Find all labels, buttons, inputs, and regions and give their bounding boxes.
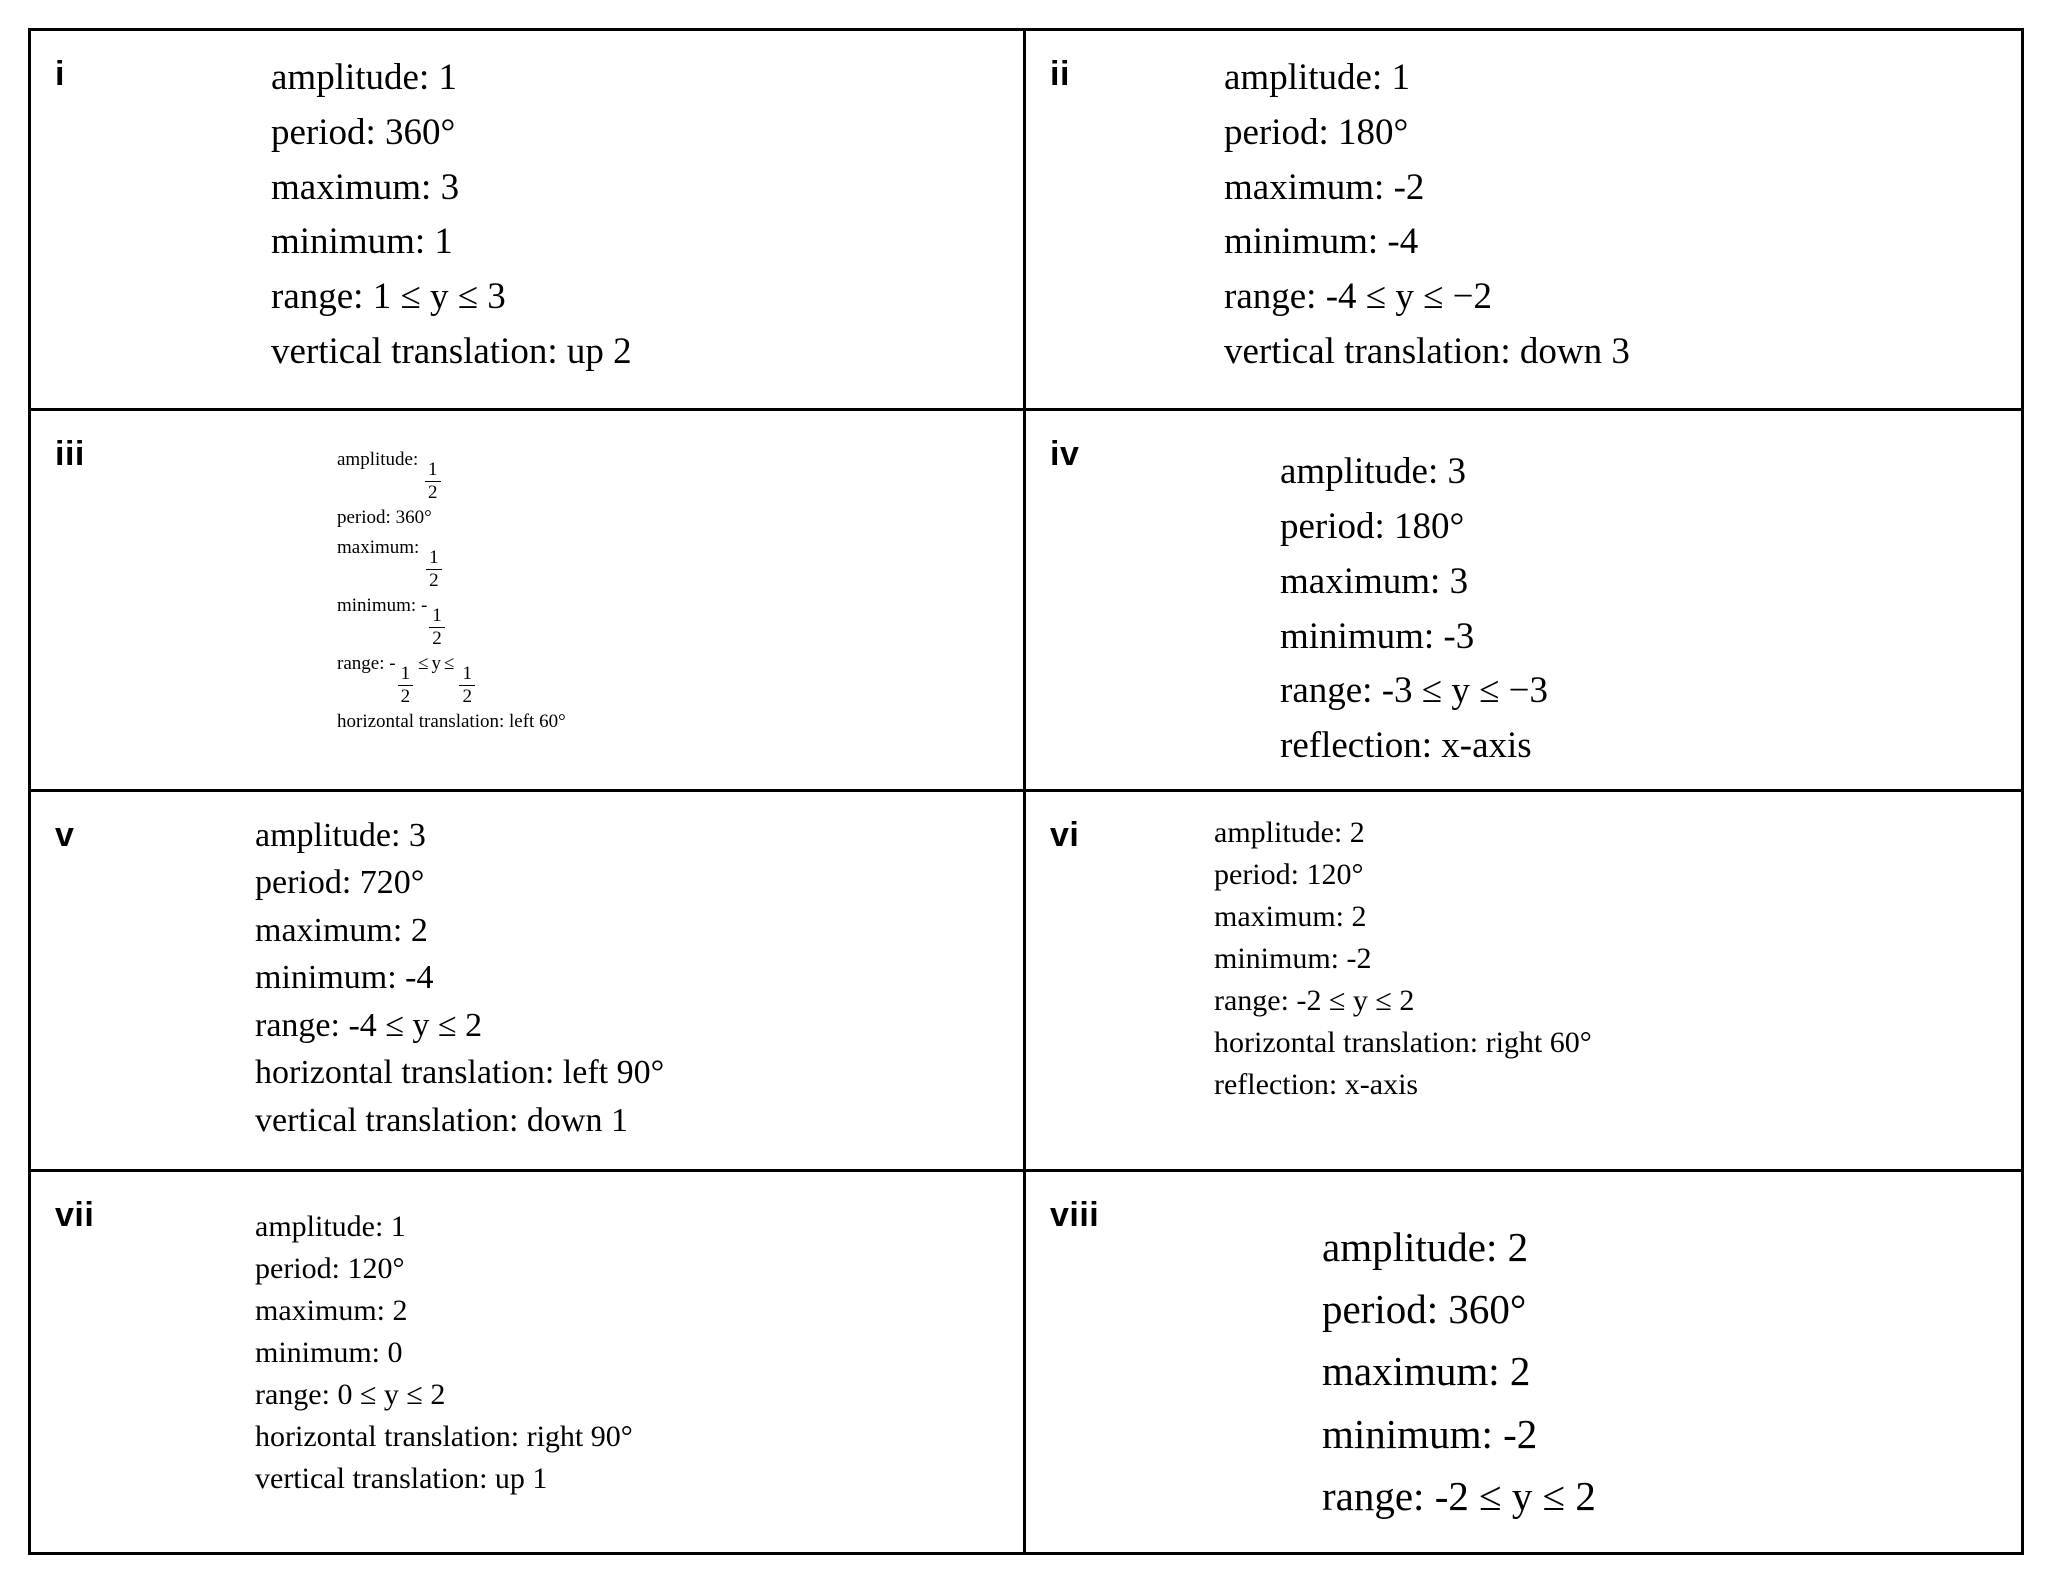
property-amplitude: amplitude: 1 2 — [337, 445, 443, 503]
maximum-label: maximum: — [337, 536, 420, 558]
property-minimum: minimum: -3 — [1280, 615, 1475, 657]
property-minimum: minimum: - 1 2 — [337, 591, 447, 649]
property-minimum: minimum: -4 — [255, 959, 434, 997]
fraction-numerator: 1 — [397, 663, 414, 687]
property-period: period: 180° — [1280, 506, 1465, 547]
property-range: range: -4 ≤ y ≤ 2 — [255, 1006, 483, 1044]
cell-properties-v: amplitude: 3 period: 720° maximum: 2 min… — [167, 792, 1023, 1145]
property-vertical-translation: vertical translation: up 1 — [255, 1461, 548, 1495]
range-label: range: — [337, 653, 385, 675]
property-amplitude: amplitude: 1 — [1224, 57, 1410, 98]
cell-properties-vii: amplitude: 1 period: 120° maximum: 2 min… — [167, 1172, 1023, 1500]
table-cell-viii: viii amplitude: 2 period: 360° maximum: … — [1026, 1172, 2021, 1552]
property-minimum: minimum: 0 — [255, 1335, 403, 1369]
property-range: range: -3 ≤ y ≤ −3 — [1280, 670, 1548, 712]
table-cell-vi: vi amplitude: 2 period: 120° maximum: 2 … — [1026, 792, 2021, 1172]
cell-properties-viii: amplitude: 2 period: 360° maximum: 2 min… — [1162, 1172, 2021, 1528]
less-equal-symbol: ≤ — [418, 653, 429, 675]
property-horizontal-translation: horizontal translation: left 60° — [337, 711, 566, 733]
cell-label-iii: iii — [55, 435, 85, 474]
cell-properties-iv: amplitude: 3 period: 180° maximum: 3 min… — [1162, 411, 2021, 774]
property-amplitude: amplitude: 2 — [1322, 1223, 1529, 1270]
property-range: range: -4 ≤ y ≤ −2 — [1224, 276, 1492, 317]
property-minimum: minimum: -4 — [1224, 221, 1419, 263]
fraction-denominator: 2 — [400, 686, 411, 708]
fraction-denominator: 2 — [428, 482, 438, 504]
property-minimum: minimum: 1 — [271, 221, 453, 263]
cell-label-vi: vi — [1050, 815, 1080, 854]
table-cell-ii: ii amplitude: 1 period: 180° maximum: -2… — [1026, 31, 2021, 412]
cell-properties-i: amplitude: 1 period: 360° maximum: 3 min… — [167, 31, 1023, 380]
property-maximum: maximum: 2 — [255, 911, 428, 949]
fraction-denominator: 2 — [432, 627, 442, 649]
cell-properties-vi: amplitude: 2 period: 120° maximum: 2 min… — [1162, 792, 2021, 1106]
property-range: range: 0 ≤ y ≤ 2 — [255, 1377, 446, 1411]
property-minimum: minimum: -2 — [1214, 941, 1372, 975]
cell-label-i: i — [55, 55, 65, 93]
table-cell-iii: iii amplitude: 1 2 period: 360° maximum:… — [31, 411, 1026, 792]
property-amplitude: amplitude: 1 — [271, 57, 457, 98]
property-maximum: maximum: 1 2 — [337, 533, 444, 591]
property-vertical-translation: vertical translation: up 2 — [271, 330, 632, 372]
minus-sign: - — [389, 653, 396, 675]
property-vertical-translation: vertical translation: down 3 — [1224, 330, 1630, 372]
cell-properties-iii: amplitude: 1 2 period: 360° maximum: 1 2… — [167, 411, 1023, 736]
table-cell-v: v amplitude: 3 period: 720° maximum: 2 m… — [31, 791, 1026, 1172]
fraction-numerator: 1 — [459, 663, 475, 687]
property-amplitude: amplitude: 3 — [1280, 451, 1466, 493]
fraction-one-half: 1 2 — [429, 605, 445, 649]
property-range: range: -2 ≤ y ≤ 2 — [1322, 1473, 1596, 1519]
property-period: period: 360° — [271, 111, 456, 153]
fraction-numerator: 1 — [425, 459, 441, 483]
property-period: period: 360° — [1322, 1286, 1527, 1333]
property-amplitude: amplitude: 2 — [1214, 815, 1365, 849]
fraction-one-half: 1 2 — [426, 547, 442, 591]
cell-label-vii: vii — [55, 1195, 95, 1234]
property-horizontal-translation: horizontal translation: right 90° — [255, 1419, 633, 1453]
fraction-numerator: 1 — [429, 605, 445, 628]
property-maximum: maximum: 3 — [271, 166, 460, 208]
property-maximum: maximum: 2 — [255, 1293, 408, 1327]
table-cell-vii: vii amplitude: 1 period: 120° maximum: 2… — [31, 1171, 1026, 1552]
fraction-denominator: 2 — [429, 569, 439, 591]
property-range: range: -2 ≤ y ≤ 2 — [1214, 983, 1415, 1017]
cell-label-iv: iv — [1050, 435, 1080, 474]
minimum-label: minimum: — [337, 594, 417, 616]
property-maximum: maximum: -2 — [1224, 166, 1425, 208]
cell-label-viii: viii — [1050, 1195, 1100, 1234]
property-period: period: 360° — [337, 507, 432, 529]
property-reflection: reflection: x-axis — [1214, 1067, 1419, 1101]
property-amplitude: amplitude: 1 — [255, 1209, 406, 1243]
table-cell-iv: iv amplitude: 3 period: 180° maximum: 3 … — [1026, 411, 2021, 792]
table-cell-i: i amplitude: 1 period: 360° maximum: 3 m… — [31, 31, 1026, 412]
characteristics-table: i amplitude: 1 period: 360° maximum: 3 m… — [28, 28, 2024, 1555]
property-amplitude: amplitude: 3 — [255, 816, 426, 854]
property-horizontal-translation: horizontal translation: left 90° — [255, 1054, 665, 1092]
cell-label-ii: ii — [1050, 55, 1070, 93]
property-vertical-translation: vertical translation: down 1 — [255, 1102, 628, 1140]
minus-sign: - — [420, 594, 428, 616]
cell-properties-ii: amplitude: 1 period: 180° maximum: -2 mi… — [1162, 31, 2021, 380]
amplitude-label: amplitude: — [337, 449, 419, 471]
property-maximum: maximum: 3 — [1280, 560, 1469, 602]
property-period: period: 120° — [255, 1251, 405, 1285]
fraction-one-half: 1 2 — [425, 459, 441, 504]
property-maximum: maximum: 2 — [1214, 899, 1367, 933]
property-maximum: maximum: 2 — [1322, 1348, 1531, 1395]
fraction-one-half: 1 2 — [459, 663, 475, 708]
property-range: range: - 1 2 ≤y≤ 1 2 — [337, 649, 477, 707]
property-reflection: reflection: x-axis — [1280, 725, 1532, 766]
cell-label-v: v — [55, 815, 75, 854]
property-period: period: 120° — [1214, 857, 1364, 891]
property-horizontal-translation: horizontal translation: right 60° — [1214, 1025, 1592, 1059]
property-period: period: 720° — [255, 864, 425, 902]
property-minimum: minimum: -2 — [1322, 1410, 1538, 1457]
fraction-numerator: 1 — [426, 547, 442, 570]
fraction-denominator: 2 — [462, 686, 472, 708]
range-variable: y — [431, 653, 442, 675]
property-range: range: 1 ≤ y ≤ 3 — [271, 276, 506, 317]
less-equal-symbol: ≤ — [444, 653, 455, 675]
fraction-one-half: 1 2 — [397, 663, 414, 708]
property-period: period: 180° — [1224, 111, 1409, 153]
